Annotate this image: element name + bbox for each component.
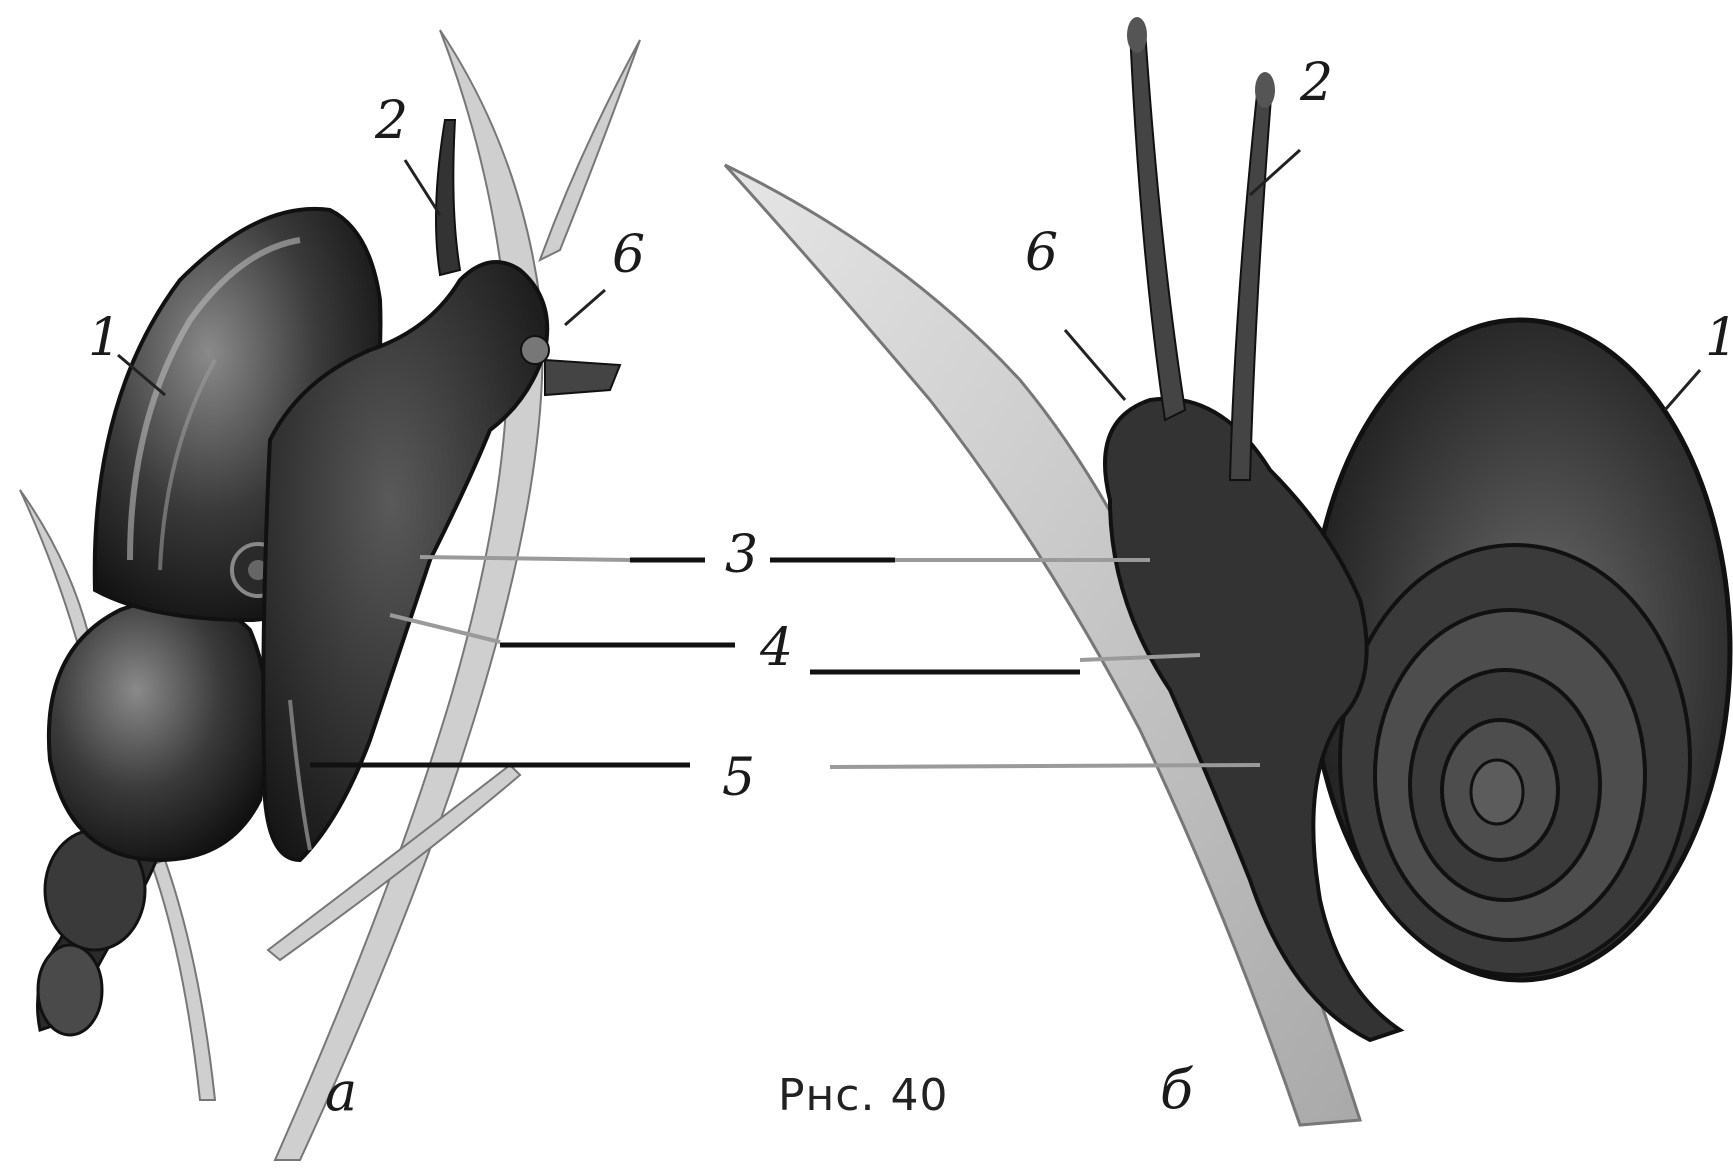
figure-caption: Рнс. 40 <box>778 1070 948 1121</box>
tentacle-a <box>436 120 460 275</box>
label-tentacle-a: 2 <box>374 91 408 151</box>
grass-blade <box>20 490 90 645</box>
panel-label-b: б <box>1160 1058 1194 1121</box>
grass-blade <box>152 860 215 1100</box>
tentacle-b <box>1230 85 1272 480</box>
tentacle-b <box>1130 30 1185 420</box>
mouth-a <box>545 360 620 395</box>
panel-label-a: а <box>325 1060 357 1123</box>
label-3: 3 <box>725 525 758 585</box>
label-eye-b: 6 <box>1025 223 1058 283</box>
snail-b <box>725 17 1730 1125</box>
label-tentacle-b: 2 <box>1299 53 1333 113</box>
snail-a <box>20 30 640 1160</box>
eye-a <box>521 336 549 364</box>
label-5: 5 <box>722 748 755 808</box>
shell-b <box>1310 320 1730 980</box>
label-shell-b: 1 <box>1705 308 1733 368</box>
label-4: 4 <box>759 618 793 678</box>
label-shell-a: 1 <box>88 308 121 368</box>
label-eye-a: 6 <box>612 225 645 285</box>
